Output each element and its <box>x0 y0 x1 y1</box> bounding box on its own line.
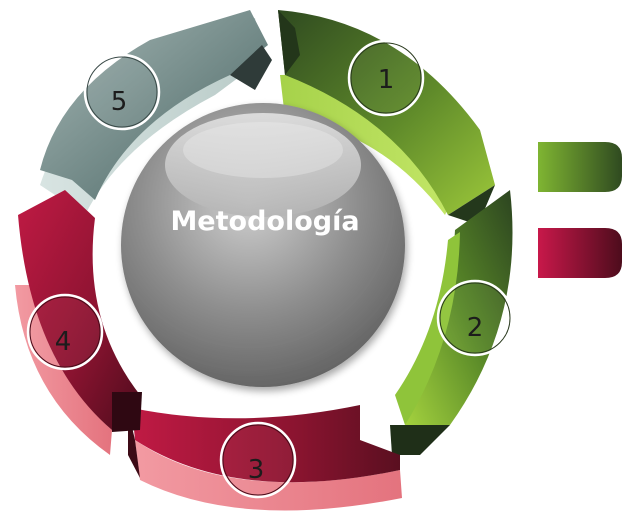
cycle-segment-2 <box>390 190 513 455</box>
step-number-4: 4 <box>55 327 72 357</box>
step-number-1: 1 <box>378 65 395 95</box>
legend-red-tab <box>538 228 622 278</box>
step-marker-3: 3 <box>219 421 297 499</box>
step-marker-2: 2 <box>436 279 514 357</box>
step-marker-5: 5 <box>83 53 161 131</box>
cycle-segment-3 <box>128 405 402 511</box>
center-sphere: Metodología <box>121 103 405 387</box>
step-marker-1: 1 <box>347 39 425 117</box>
step-number-5: 5 <box>111 87 128 117</box>
step-number-3: 3 <box>248 455 265 485</box>
legend-green-tab <box>538 142 622 192</box>
step-number-2: 2 <box>467 313 484 343</box>
step-marker-4: 4 <box>26 293 104 371</box>
cycle-segment-4 <box>15 190 142 455</box>
center-title: Metodología <box>170 206 359 237</box>
